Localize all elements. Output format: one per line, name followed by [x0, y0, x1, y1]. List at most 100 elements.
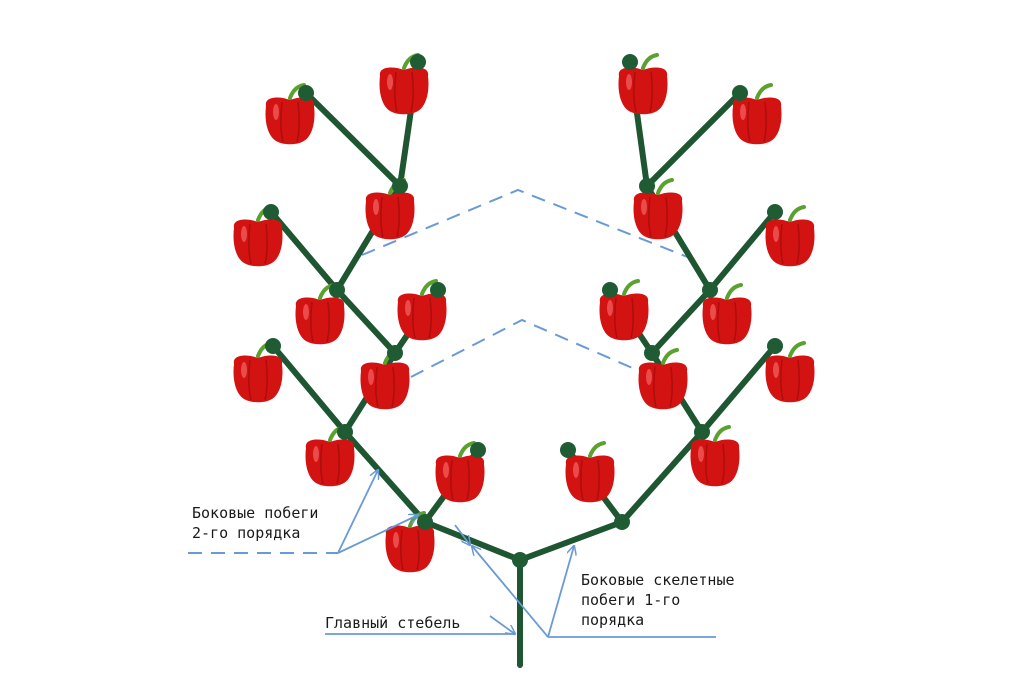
stem-node	[602, 282, 618, 298]
pepper	[599, 279, 649, 341]
stem-node	[622, 54, 638, 70]
stem-segment	[303, 90, 403, 189]
stem-node	[694, 424, 710, 440]
pepper	[305, 425, 355, 487]
stem-node	[337, 424, 353, 440]
pepper-body	[599, 293, 649, 341]
pepper-highlight	[443, 462, 449, 478]
pepper-highlight	[273, 104, 279, 120]
pepper-highlight	[405, 300, 411, 316]
stem-node	[732, 85, 748, 101]
pepper-ridges	[380, 196, 400, 238]
pepper-highlight	[303, 304, 309, 320]
label-arrow	[547, 546, 574, 638]
stem-node	[560, 442, 576, 458]
pepper-ridges	[780, 359, 800, 401]
stem-node	[767, 204, 783, 220]
pepper	[295, 283, 345, 345]
pepper-highlight	[773, 362, 779, 378]
label-first-order-line3: порядка	[581, 611, 645, 629]
stem-node	[512, 552, 528, 568]
pepper	[732, 83, 782, 145]
pepper	[360, 348, 410, 410]
pepper-highlight	[393, 532, 399, 548]
pepper-highlight	[646, 369, 652, 385]
pepper-highlight	[773, 226, 779, 242]
pepper-highlight	[641, 199, 647, 215]
stem-segment	[517, 519, 625, 563]
stem-node	[263, 204, 279, 220]
pepper-stalk	[661, 348, 679, 365]
pepper-ridges	[375, 366, 395, 408]
pepper-ridges	[780, 223, 800, 265]
pepper-ridges	[717, 301, 737, 343]
stem-node	[639, 178, 655, 194]
pepper-body	[765, 219, 815, 267]
pepper-ridges	[614, 297, 634, 339]
stem-segment	[644, 90, 743, 189]
stem-segment	[270, 343, 348, 435]
pepper-stalk	[713, 425, 731, 442]
stem-node	[767, 338, 783, 354]
pepper-stalk	[755, 83, 773, 100]
pepper-body	[295, 297, 345, 345]
label-arrow	[454, 524, 470, 545]
stem-nodes	[263, 54, 783, 568]
stem-node	[644, 345, 660, 361]
pepper-highlight	[626, 74, 632, 90]
pepper-ridges	[280, 101, 300, 143]
pepper	[638, 348, 688, 410]
stem-node	[417, 514, 433, 530]
label-second-order-shoots: Боковые побеги 2-го порядка	[192, 503, 318, 543]
pepper-stalk	[788, 205, 806, 222]
pepper-highlight	[241, 362, 247, 378]
pepper-highlight	[368, 369, 374, 385]
stem-node	[265, 338, 281, 354]
pepper	[265, 83, 315, 145]
pepper-stalk	[458, 441, 476, 458]
pepper-highlight	[740, 104, 746, 120]
peppers	[233, 53, 815, 573]
pepper-highlight	[373, 199, 379, 215]
pepper-stalk	[288, 83, 306, 100]
label-first-order-line1: Боковые скелетные	[581, 571, 735, 589]
pepper-ridges	[653, 366, 673, 408]
pepper-ridges	[648, 196, 668, 238]
pepper-ridges	[248, 359, 268, 401]
pepper	[435, 441, 485, 503]
pepper-stalk	[788, 341, 806, 358]
pepper-stalk	[656, 178, 674, 195]
pepper-ridges	[320, 443, 340, 485]
pepper-highlight	[573, 462, 579, 478]
stem-segment	[342, 429, 428, 525]
pepper-body	[360, 362, 410, 410]
pepper-body	[435, 455, 485, 503]
stem-segment	[707, 209, 778, 293]
pepper-highlight	[313, 446, 319, 462]
pepper-stalk	[725, 283, 743, 300]
label-arrow	[472, 546, 549, 638]
pepper-highlight	[241, 226, 247, 242]
stem-node	[410, 54, 426, 70]
pepper-body	[385, 525, 435, 573]
stem-node	[392, 178, 408, 194]
pepper-body	[690, 439, 740, 487]
pepper-body	[765, 355, 815, 403]
pepper-ridges	[412, 297, 432, 339]
dashed-line-upper	[361, 188, 691, 259]
pepper-body	[233, 219, 283, 267]
pepper	[397, 279, 447, 341]
pepper-stalk	[641, 53, 659, 70]
pepper-body	[702, 297, 752, 345]
stem-node	[614, 514, 630, 530]
pepper-body	[379, 67, 429, 115]
pepper	[565, 441, 615, 503]
label-arrow	[337, 515, 418, 554]
stem-segment	[422, 519, 523, 563]
pepper-highlight	[607, 300, 613, 316]
stem-node	[470, 442, 486, 458]
pepper-body	[618, 67, 668, 115]
pepper	[618, 53, 668, 115]
stem-node	[329, 282, 345, 298]
